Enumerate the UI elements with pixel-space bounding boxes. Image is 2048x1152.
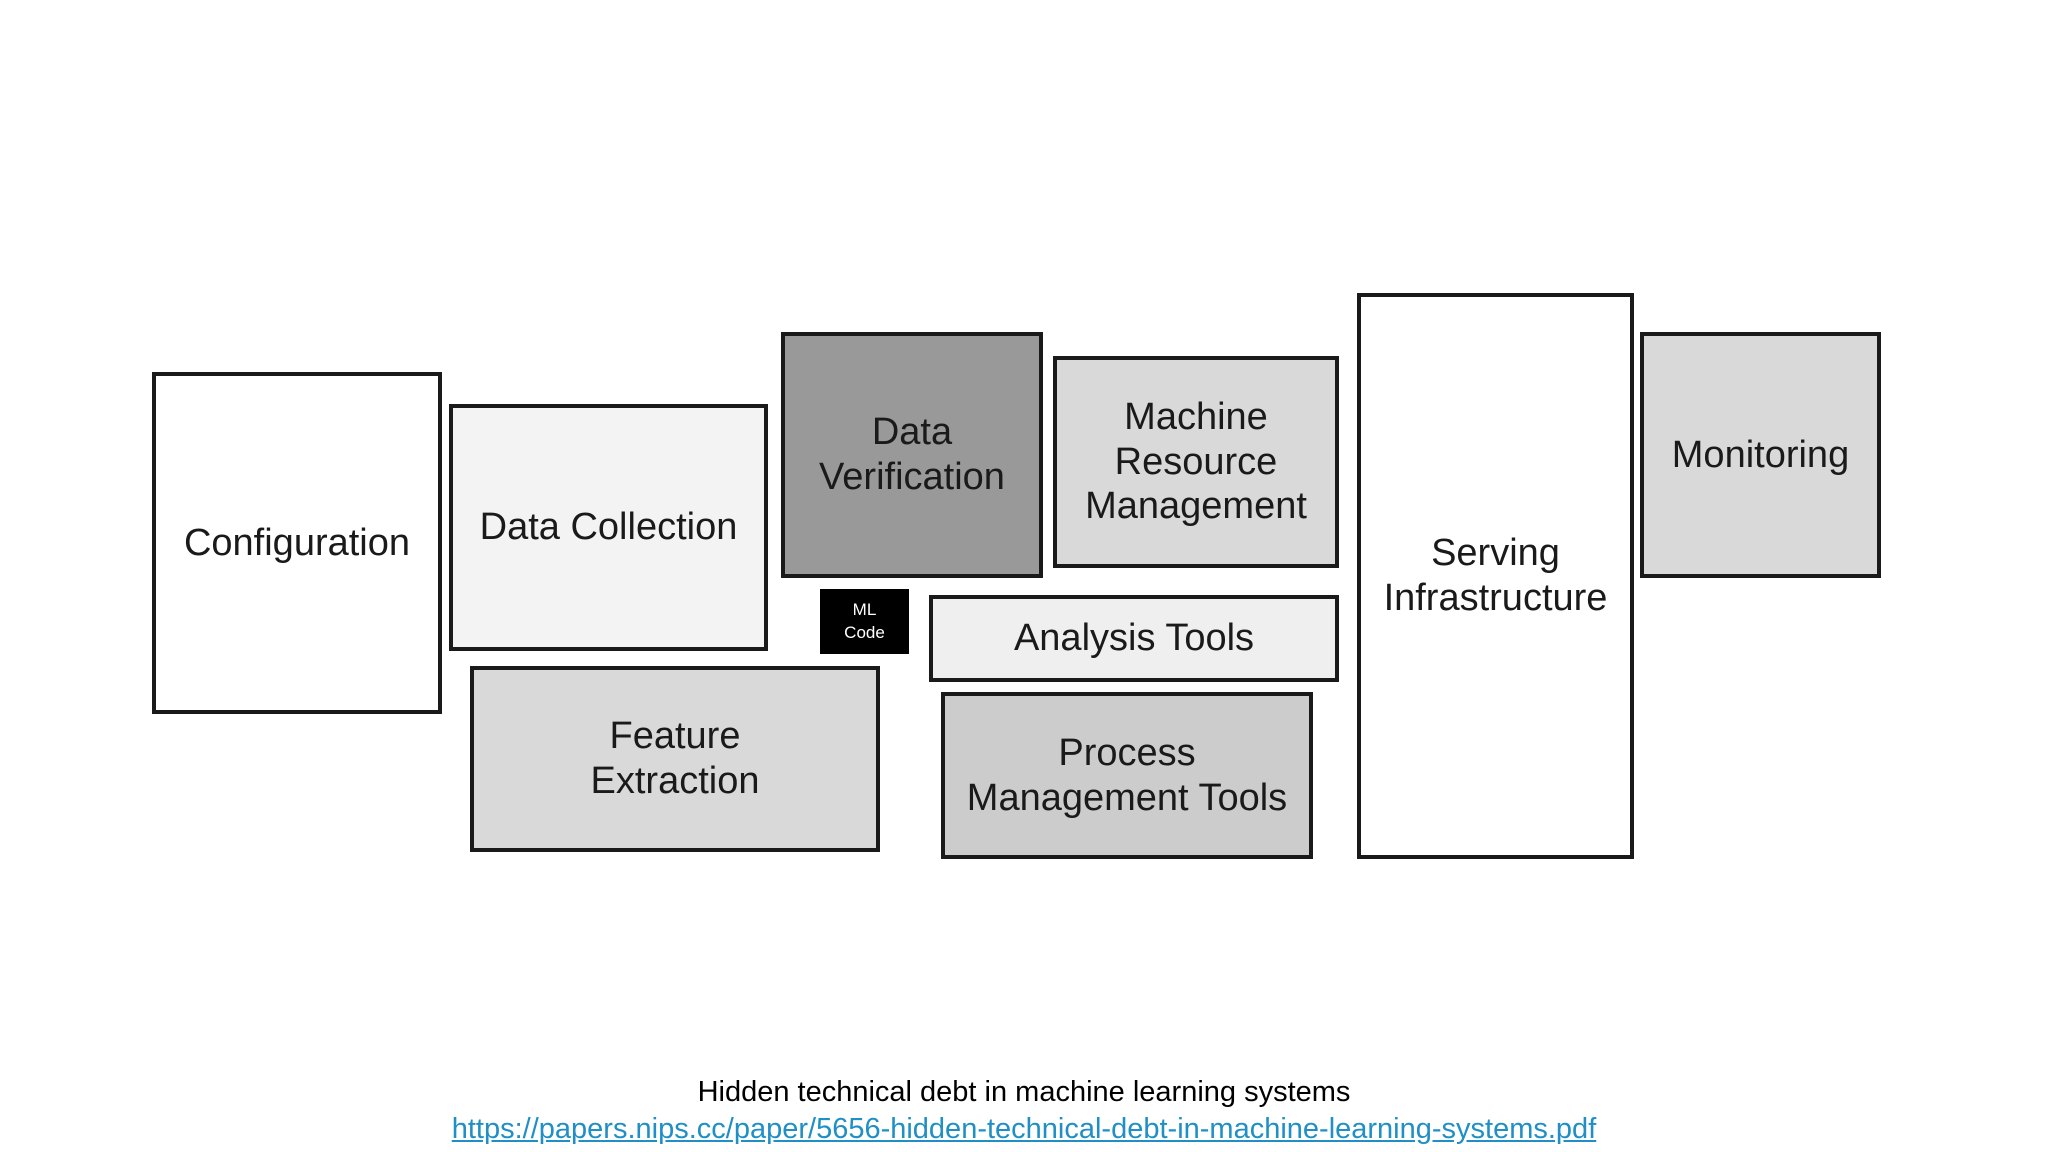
monitoring-block: Monitoring [1640,332,1881,578]
machine-resource-management-label: Machine Resource Management [1085,395,1307,528]
serving-infrastructure-label: Serving Infrastructure [1383,532,1608,619]
data-collection-block: Data Collection [449,404,768,651]
data-verification-label: Data Verification [819,411,1005,498]
process-management-tools-label: Process Management Tools [966,731,1288,819]
analysis-tools-label: Analysis Tools [1013,617,1255,660]
data-verification-block: Data Verification [781,332,1043,578]
feature-extraction-block: Feature Extraction [470,666,880,852]
configuration-block: Configuration [152,372,442,714]
analysis-tools-block: Analysis Tools [929,595,1339,682]
monitoring-label: Monitoring [1671,433,1850,476]
serving-infrastructure-block: Serving Infrastructure [1357,293,1634,859]
machine-resource-management-block: Machine Resource Management [1053,356,1339,568]
source-link[interactable]: https://papers.nips.cc/paper/5656-hidden… [451,1113,1597,1145]
figure-caption: Hidden technical debt in machine learnin… [697,1076,1351,1108]
ml-code-label: ML Code [844,600,885,642]
source-link-container: https://papers.nips.cc/paper/5656-hidden… [0,1113,2048,1146]
feature-extraction-label: Feature Extraction [590,715,760,802]
process-management-tools-block: Process Management Tools [941,692,1313,859]
ml-code-block: ML Code [820,589,909,654]
data-collection-label: Data Collection [479,506,738,549]
configuration-label: Configuration [183,521,411,564]
